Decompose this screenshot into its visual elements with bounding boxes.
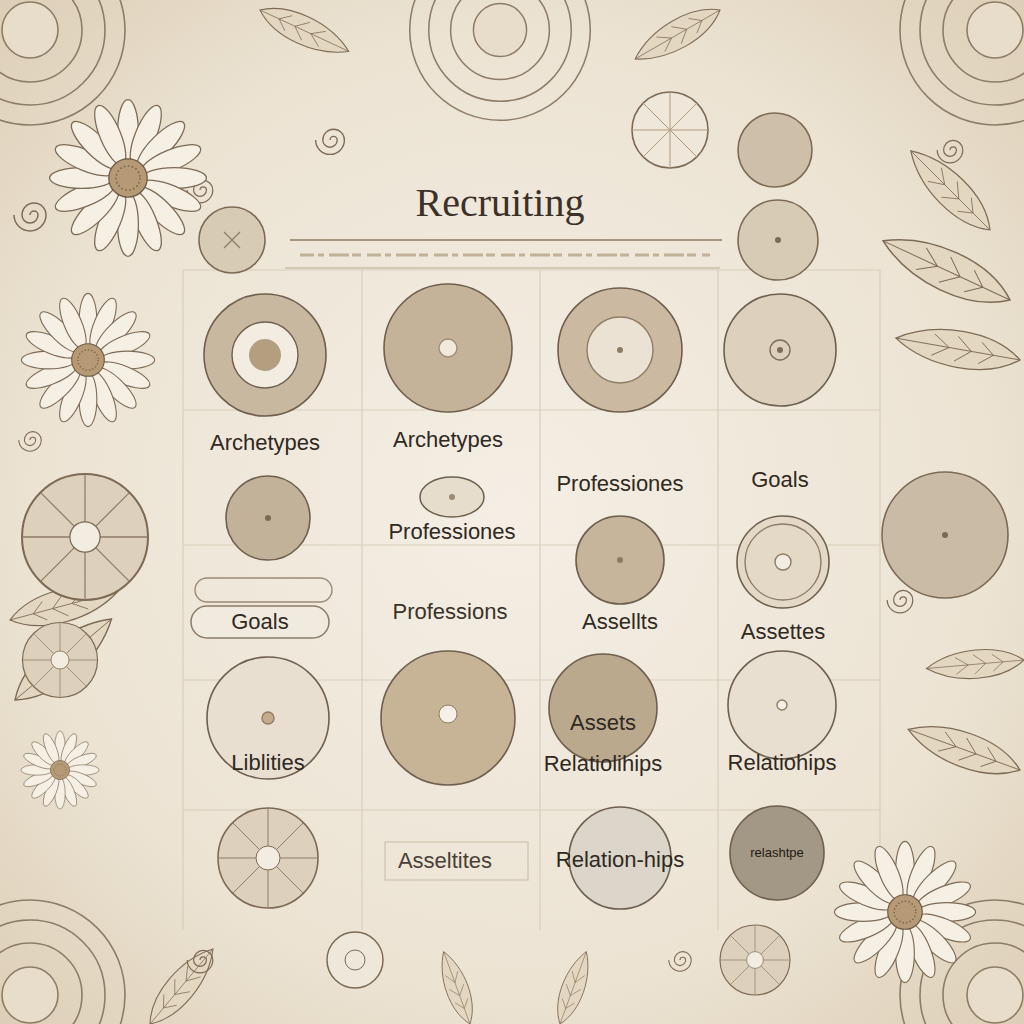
node-label: Goals <box>190 609 330 634</box>
relationship-circle: Relation-hips <box>550 806 691 910</box>
archetype-circle: Archetypes <box>383 283 513 453</box>
node-outline <box>723 293 837 407</box>
diagram-title: Recruiting <box>200 180 800 226</box>
node-outline <box>203 293 327 417</box>
floating-label: Professions <box>300 599 600 624</box>
node-label: Archetypes <box>383 427 513 452</box>
asset-circle: Assellts <box>575 515 665 635</box>
relationship-circle: Relatiohips <box>722 650 843 776</box>
node-label: Professiones <box>382 519 522 544</box>
label-anchor: Professions <box>300 599 600 624</box>
goal-pill: Goals <box>190 605 330 639</box>
node-label: Goals <box>723 467 837 492</box>
node-outline <box>419 476 485 518</box>
profession-oval: Professiones <box>382 476 522 545</box>
node-outline <box>383 283 513 413</box>
node-outline <box>736 515 830 609</box>
node-label: Archetypes <box>203 430 327 455</box>
relationship-circle: relashtpe <box>729 805 825 901</box>
node-label: Relatiolihips <box>538 751 669 776</box>
node-label: Assets <box>538 710 669 735</box>
node-outline <box>548 653 658 763</box>
goal-circle: Goals <box>723 293 837 493</box>
node-label: Relatiohips <box>722 750 843 775</box>
label-anchor: Asseltites <box>295 848 595 873</box>
node-label: Professiones <box>550 471 690 496</box>
liability-circle: Liblities <box>206 656 330 780</box>
floating-label: Asseltites <box>295 848 595 873</box>
node-label: Assellts <box>575 609 665 634</box>
node-outline <box>727 650 837 760</box>
asset-circle: Assettes <box>735 515 832 645</box>
node-outline <box>575 515 665 605</box>
node-label: Relation-hips <box>550 847 691 872</box>
node-label: relashtpe <box>729 846 825 861</box>
archetype-circle: Archetypes <box>203 293 327 456</box>
node-label: Assettes <box>735 619 832 644</box>
profession-circle: Professiones <box>550 287 690 497</box>
node-outline <box>557 287 683 413</box>
asset-circle: AssetsRelatiolihips <box>538 653 669 776</box>
title-anchor: Recruiting <box>200 180 800 226</box>
node-label: Liblities <box>206 750 330 775</box>
